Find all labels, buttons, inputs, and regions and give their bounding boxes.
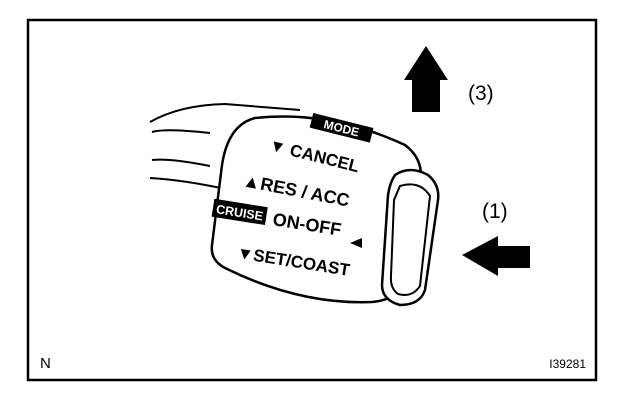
arrow-push-icon: [462, 236, 530, 276]
corner-label: N: [40, 355, 51, 372]
figure-id: I39281: [549, 357, 586, 371]
lever-body: [210, 115, 440, 307]
cruise-badge: CRUISE: [211, 198, 268, 226]
arrow-up-label: (3): [468, 82, 494, 105]
arrow-push-label: (1): [482, 200, 508, 223]
arrow-up-icon: [404, 46, 448, 112]
on-off-pointer-icon: [350, 238, 362, 248]
